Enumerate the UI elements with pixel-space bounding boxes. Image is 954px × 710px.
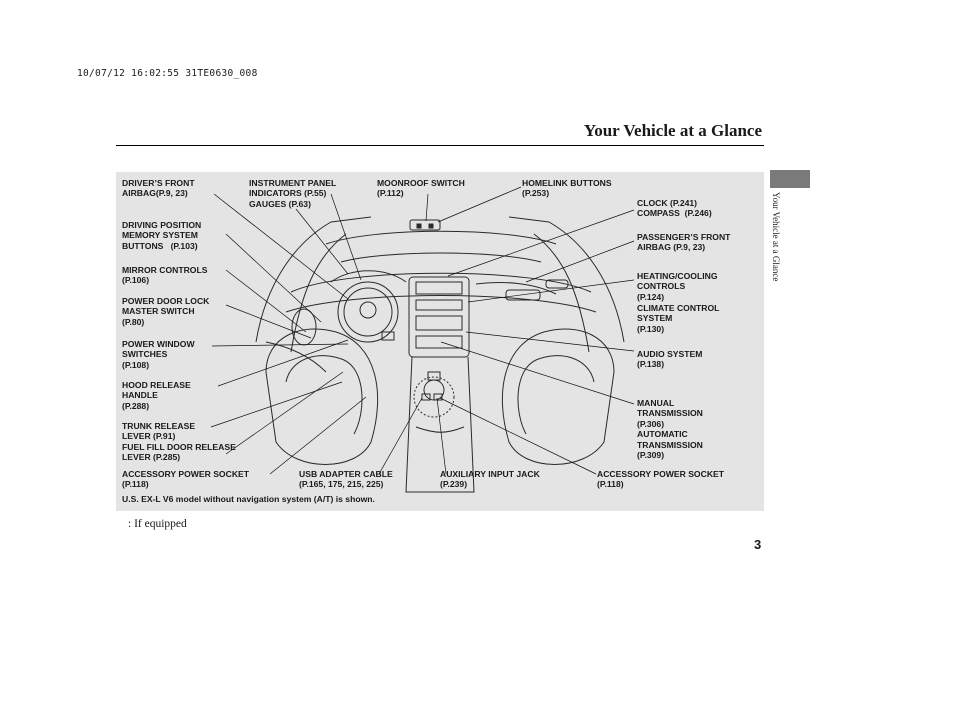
label-clock-compass: CLOCK (P.241) COMPASS (P.246) xyxy=(637,198,712,219)
label-drivers-front-airbag: DRIVER’S FRONT AIRBAG(P.9, 23) xyxy=(122,178,195,199)
section-tab-label: Your Vehicle at a Glance xyxy=(771,192,781,282)
label-audio-system: AUDIO SYSTEM (P.138) xyxy=(637,349,703,370)
if-equipped-note: : If equipped xyxy=(128,518,187,530)
label-usb-adapter-cable: USB ADAPTER CABLE (P.165, 175, 215, 225) xyxy=(299,469,393,490)
page-title: Your Vehicle at a Glance xyxy=(583,121,762,140)
label-passengers-front-airbag: PASSENGER’S FRONT AIRBAG (P.9, 23) xyxy=(637,232,731,253)
label-auxiliary-input-jack: AUXILIARY INPUT JACK (P.239) xyxy=(440,469,540,490)
label-accessory-socket-right: ACCESSORY POWER SOCKET (P.118) xyxy=(597,469,725,490)
print-stamp: 10/07/12 16:02:55 31TE0630_008 xyxy=(77,68,258,79)
title-rule xyxy=(116,145,764,146)
label-homelink-buttons: HOMELINK BUTTONS (P.253) xyxy=(522,178,612,199)
label-power-window-switches: POWER WINDOW SWITCHES (P.108) xyxy=(122,339,195,370)
label-heating-cooling-controls: HEATING/COOLING CONTROLS (P.124) xyxy=(637,271,718,302)
label-instrument-panel-indicators: INSTRUMENT PANEL INDICATORS (P.55) GAUGE… xyxy=(249,178,337,209)
label-mirror-controls: MIRROR CONTROLS (P.106) xyxy=(122,265,208,286)
section-tab xyxy=(770,170,810,188)
label-trunk-fuel-release: TRUNK RELEASE LEVER (P.91) FUEL FILL DOO… xyxy=(122,421,236,463)
label-power-door-lock: POWER DOOR LOCK MASTER SWITCH (P.80) xyxy=(122,296,210,327)
label-climate-control-system: CLIMATE CONTROL SYSTEM (P.130) xyxy=(637,303,720,334)
page-number: 3 xyxy=(754,537,762,552)
label-moonroof-switch: MOONROOF SWITCH (P.112) xyxy=(377,178,465,199)
label-driving-position-memory: DRIVING POSITION MEMORY SYSTEM BUTTONS (… xyxy=(122,220,202,251)
vehicle-interior-illustration xyxy=(210,186,635,493)
label-hood-release-handle: HOOD RELEASE HANDLE (P.288) xyxy=(122,380,191,411)
diagram-caption: U.S. EX-L V6 model without navigation sy… xyxy=(122,494,375,504)
label-accessory-socket-left: ACCESSORY POWER SOCKET (P.118) xyxy=(122,469,250,490)
label-manual-automatic-transmission: MANUAL TRANSMISSION (P.306) AUTOMATIC TR… xyxy=(637,398,703,461)
